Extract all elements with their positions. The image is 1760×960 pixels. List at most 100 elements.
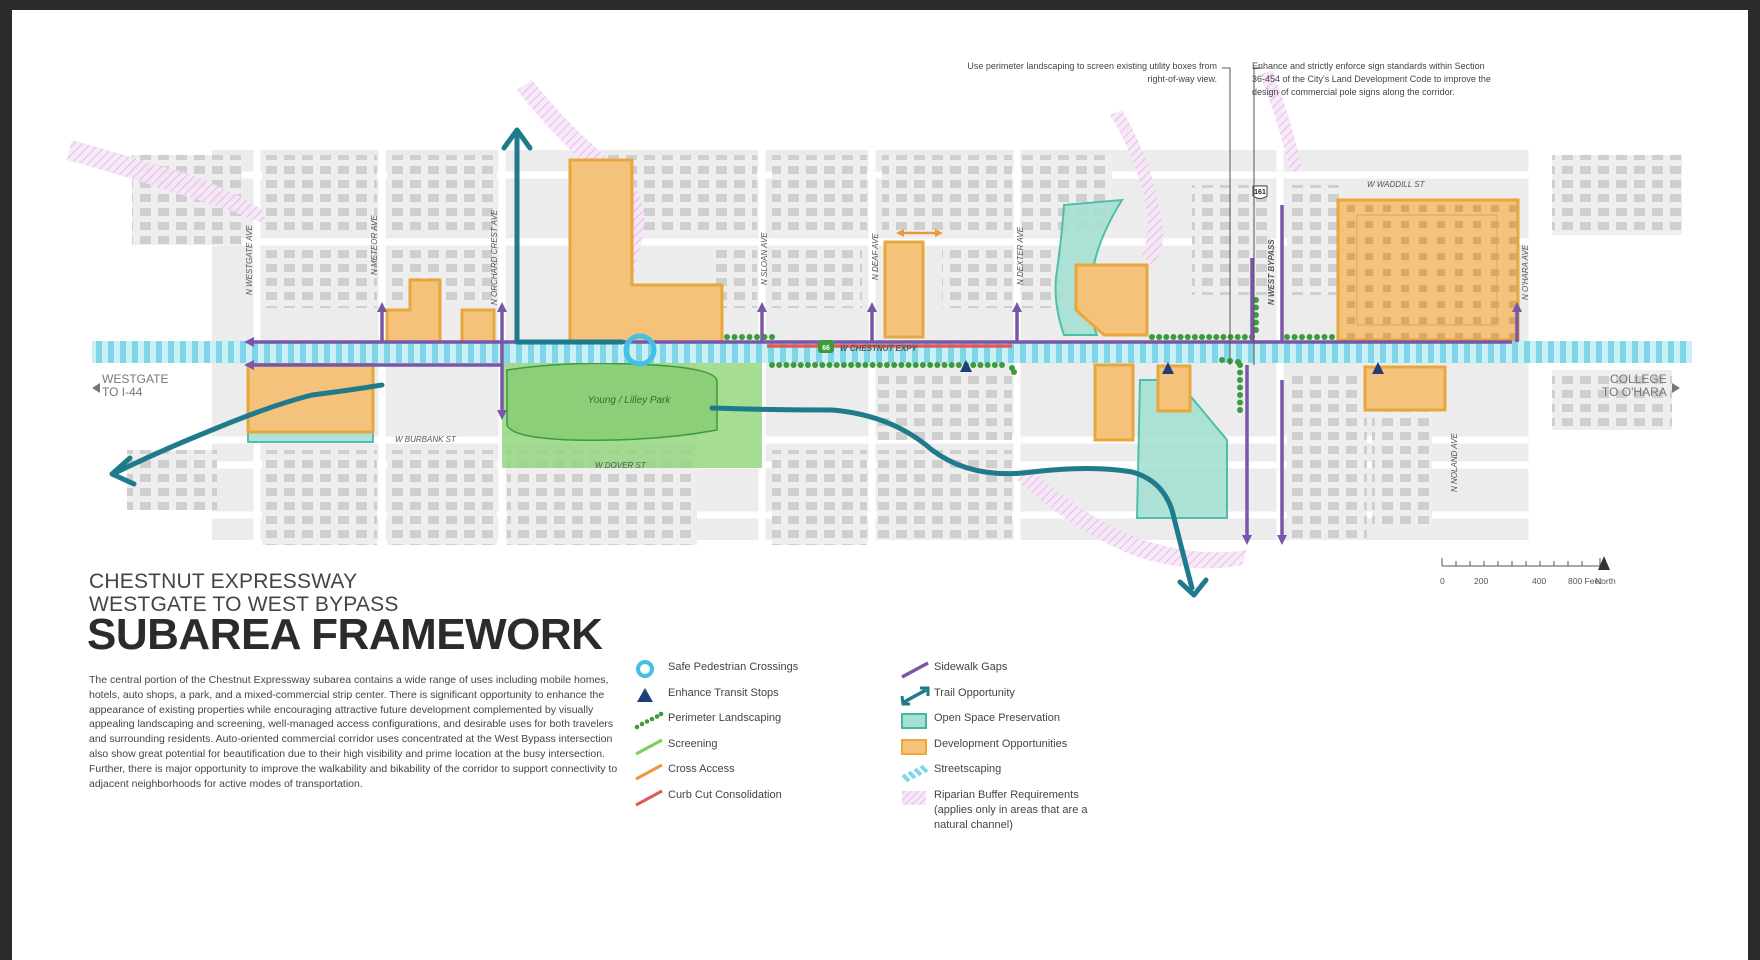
landscaping-icon — [634, 711, 664, 730]
description-paragraph: The central portion of the Chestnut Expr… — [89, 674, 618, 790]
transit-stop-icon[interactable] — [1372, 362, 1384, 374]
cross-access — [896, 229, 943, 237]
trail-arrowheads — [109, 127, 1209, 598]
legend-column-1: Safe Pedestrian Crossings Enhance Transi… — [634, 660, 798, 813]
landscape-dot — [927, 362, 934, 368]
landscape-dot — [731, 334, 738, 340]
label-n-sloan: N SLOAN AVE — [760, 232, 769, 285]
landscape-dot — [1237, 407, 1243, 413]
landscape-dot — [905, 362, 912, 368]
landscape-dot — [776, 362, 783, 368]
scale-bar-graphic — [1441, 556, 1610, 570]
landscape-dot — [819, 362, 826, 368]
landscape-dot — [1184, 334, 1191, 340]
callout-leaders — [1222, 67, 1262, 365]
legend-item-ped-crossing: Safe Pedestrian Crossings — [634, 660, 798, 686]
landscape-dot — [934, 362, 941, 368]
landscape-dot — [739, 334, 745, 340]
label-n-ohara: N O'HARA AVE — [1521, 244, 1530, 300]
north-label: North — [1595, 576, 1616, 586]
sidewalk-gap-arrows — [244, 302, 1522, 545]
landscape-dot — [833, 362, 840, 368]
transit-stop-icon — [637, 687, 653, 702]
landscape-dot — [840, 362, 847, 368]
scale-bar: 0 200 400 800 Feet North — [1440, 552, 1610, 592]
landscape-dot — [1234, 334, 1241, 340]
landscape-dot — [862, 362, 869, 368]
landscape-dot — [754, 334, 760, 340]
landscape-dot — [1237, 369, 1243, 376]
riparian-buffers — [67, 70, 1302, 569]
landscape-dot — [876, 362, 883, 368]
sidewalk-gaps — [250, 205, 1519, 540]
landscape-dot — [746, 334, 753, 340]
landscape-dot — [1291, 334, 1298, 340]
legend-item-open-space: Open Space Preservation — [900, 711, 1087, 737]
landscape-dot — [941, 362, 948, 368]
safe-pedestrian-crossing[interactable] — [623, 333, 657, 367]
label-w-waddill: W WADDILL ST — [1367, 180, 1426, 189]
transit-stops — [960, 360, 1384, 374]
landscape-dot — [1199, 334, 1205, 340]
transit-stop-icon[interactable] — [1162, 362, 1174, 374]
landscape-dot — [1329, 334, 1335, 340]
east-arrow-icon — [1672, 383, 1680, 393]
development-icon — [901, 738, 927, 755]
west-arrow-icon — [92, 383, 100, 393]
label-n-dexter: N DEXTER AVE — [1016, 226, 1025, 285]
landscape-dot — [891, 362, 898, 368]
label-n-westgate: N WESTGATE AVE — [245, 225, 254, 295]
park-label: Young / Lilley Park — [588, 395, 672, 406]
landscape-dot — [1314, 334, 1320, 340]
label-w-burbank: W BURBANK ST — [395, 435, 457, 444]
landscape-dot — [1220, 334, 1227, 340]
landscape-dot — [1237, 377, 1243, 383]
landscape-dot — [1235, 359, 1241, 365]
landscape-dot — [1191, 334, 1198, 340]
note-perimeter-landscaping: Use perimeter landscaping to screen exis… — [967, 61, 1217, 84]
transit-stop-icon[interactable] — [960, 360, 972, 372]
landscape-dot — [869, 362, 876, 368]
trail-opportunity — [114, 132, 1195, 591]
landscape-dot — [812, 362, 819, 368]
legend-item-screening: Screening — [634, 737, 798, 763]
direction-west: Westgate to I-44 — [102, 372, 169, 399]
landscape-dot — [984, 362, 991, 368]
page: Young / Lilley Park — [12, 10, 1748, 960]
streetscaping-corridor — [92, 341, 1692, 363]
label-w-dover: W DOVER ST — [595, 461, 647, 470]
landscape-dot — [1237, 399, 1243, 406]
landscape-dot — [1299, 334, 1305, 340]
title-line-1: CHESTNUT EXPRESSWAY — [89, 570, 358, 593]
direction-east: College to O'Hara — [1602, 372, 1667, 399]
landscape-dot — [1163, 334, 1170, 340]
svg-text:66: 66 — [822, 345, 830, 352]
legend-item-development: Development Opportunities — [900, 737, 1087, 763]
legend-item-sidewalk-gap: Sidewalk Gaps — [900, 660, 1087, 686]
legend-item-trail: Trail Opportunity — [900, 686, 1087, 712]
legend-item-streetscaping: Streetscaping — [900, 762, 1087, 788]
legend-item-transit-stop: Enhance Transit Stops — [634, 686, 798, 712]
riparian-icon — [902, 790, 926, 805]
landscape-dot — [797, 362, 804, 368]
landscape-dot — [991, 362, 998, 368]
landscape-dot — [919, 362, 926, 368]
label-w-chestnut: W CHESTNUT EXPY — [840, 344, 918, 353]
label-n-deaf: N DEAF AVE — [871, 233, 880, 280]
landscape-dot — [977, 362, 984, 368]
label-n-orchard-crest: N ORCHARD CREST AVE — [490, 209, 499, 305]
landscape-dot — [1206, 334, 1213, 340]
development-opportunities — [246, 158, 1447, 442]
landscape-dot — [1227, 334, 1234, 340]
landscape-dot — [898, 362, 905, 368]
landscape-dot — [955, 362, 962, 368]
legend-item-curb-cut: Curb Cut Consolidation — [634, 788, 798, 814]
label-n-meteor: N METEOR AVE — [370, 215, 379, 275]
label-n-noland: N NOLAND AVE — [1450, 433, 1459, 492]
legend-column-2: Sidewalk Gaps Trail Opportunity Open Spa… — [900, 660, 1087, 838]
route-161-shield: 161 — [1252, 185, 1268, 199]
screening-icon — [635, 738, 663, 755]
landscape-dot — [970, 362, 977, 368]
north-arrow-icon — [1598, 556, 1610, 570]
landscape-dot — [884, 362, 890, 368]
